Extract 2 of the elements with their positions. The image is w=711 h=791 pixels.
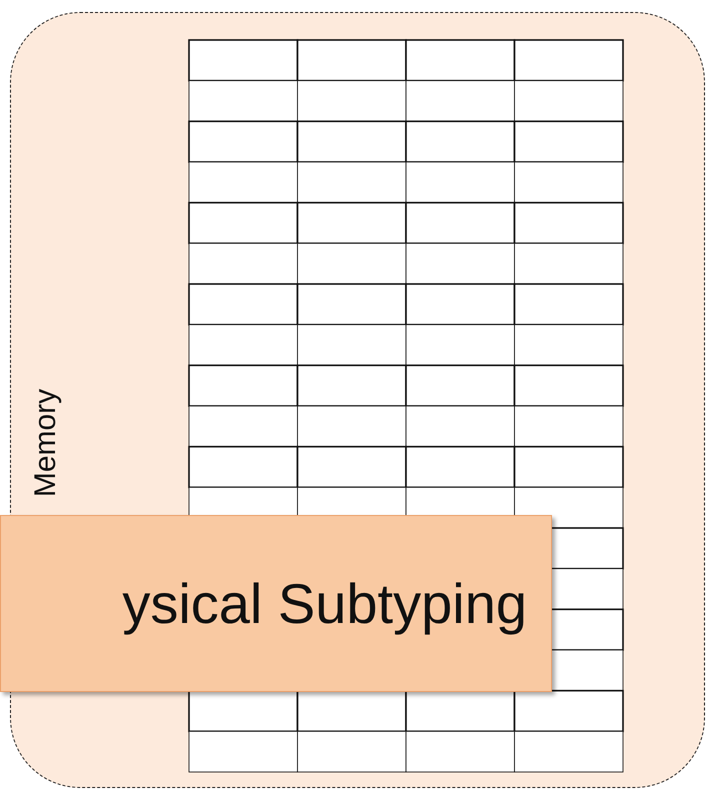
memory-label: Memory <box>29 388 63 498</box>
banner-title: ysical Subtyping <box>122 571 527 636</box>
